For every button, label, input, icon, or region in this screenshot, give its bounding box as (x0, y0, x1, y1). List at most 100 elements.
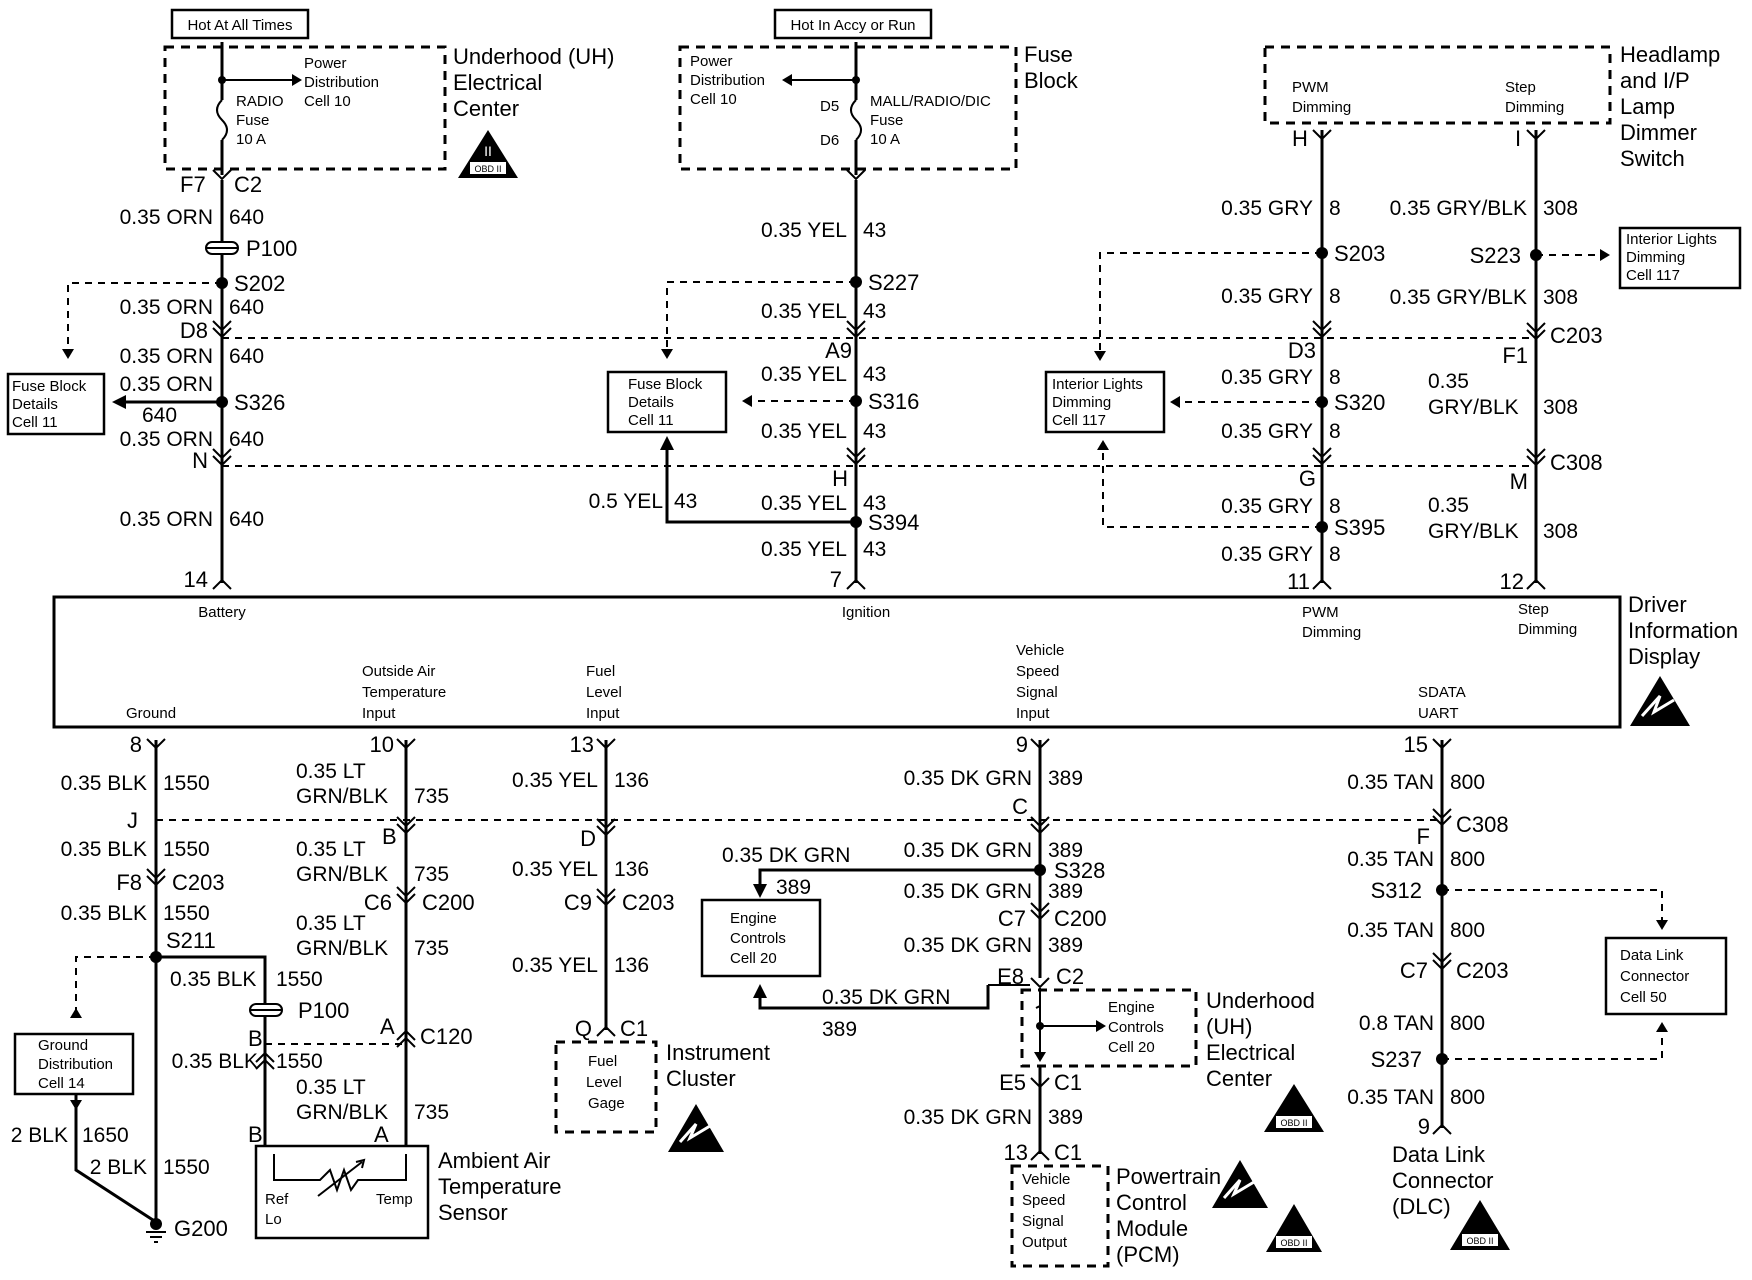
esd-symbol-ic (668, 1104, 724, 1152)
svg-text:0.35 BLK: 0.35 BLK (61, 902, 147, 925)
svg-text:0.35 YEL: 0.35 YEL (512, 954, 598, 977)
svg-text:Data Link: Data Link (1620, 947, 1684, 964)
svg-text:0.35 TAN: 0.35 TAN (1347, 919, 1434, 942)
svg-text:Engine: Engine (1108, 999, 1155, 1016)
conn-c7-vss: C7 (998, 906, 1026, 931)
svg-text:Power: Power (304, 55, 347, 72)
svg-text:43: 43 (863, 363, 886, 386)
svg-text:735: 735 (414, 937, 449, 960)
svg-text:GRN/BLK: GRN/BLK (296, 937, 388, 960)
svg-text:S395: S395 (1334, 515, 1385, 540)
svg-text:D5: D5 (820, 98, 839, 115)
ground-symbol-g200: G200 (146, 1216, 228, 1243)
svg-text:G200: G200 (174, 1216, 228, 1241)
svg-text:Dimming: Dimming (1052, 394, 1111, 411)
svg-text:640: 640 (229, 206, 264, 229)
conn-f7: F7 (180, 172, 206, 197)
ambient-air-sensor-title: Ambient Air Temperature Sensor (438, 1148, 562, 1225)
svg-text:OBD II: OBD II (474, 164, 501, 174)
svg-text:0.35 GRY: 0.35 GRY (1221, 495, 1313, 518)
svg-text:0.35 TAN: 0.35 TAN (1347, 1086, 1434, 1109)
fuel-level-gage-label: Fuel Level Gage (586, 1053, 625, 1112)
svg-text:640: 640 (229, 428, 264, 451)
pin-8: 8 (130, 732, 142, 757)
svg-text:0.35 YEL: 0.35 YEL (761, 300, 847, 323)
svg-text:Cell 10: Cell 10 (304, 93, 351, 110)
svg-text:800: 800 (1450, 1012, 1485, 1035)
conn-h-ign: H (832, 466, 848, 491)
svg-text:308: 308 (1543, 286, 1578, 309)
mall-radio-dic-fuse-label: MALL/RADIO/DIC Fuse 10 A (870, 93, 991, 148)
svg-text:800: 800 (1450, 771, 1485, 794)
svg-text:Block: Block (1024, 68, 1079, 93)
svg-text:0.35 ORN: 0.35 ORN (120, 428, 213, 451)
svg-text:0.35 TAN: 0.35 TAN (1347, 848, 1434, 871)
svg-text:Engine: Engine (730, 910, 777, 927)
svg-text:735: 735 (414, 785, 449, 808)
svg-text:735: 735 (414, 1101, 449, 1124)
svg-text:S326: S326 (234, 390, 285, 415)
conn-s211: S211 (166, 928, 216, 953)
conn-a9: A9 (825, 338, 852, 363)
svg-text:PWM: PWM (1302, 604, 1339, 621)
data-link-connector-ref: Data Link Connector Cell 50 (1604, 936, 1728, 1016)
svg-text:Module: Module (1116, 1216, 1188, 1241)
svg-text:0.35 BLK: 0.35 BLK (61, 772, 147, 795)
dic-vss-label: Vehicle Speed Signal Input (1016, 642, 1064, 722)
svg-text:OBD II: OBD II (1280, 1118, 1307, 1128)
svg-text:Control: Control (1116, 1190, 1187, 1215)
svg-text:Cell 14: Cell 14 (38, 1075, 85, 1092)
svg-text:0.35 GRY: 0.35 GRY (1221, 543, 1313, 566)
conn-f-sdata: F (1417, 824, 1430, 849)
svg-text:0.35 DK GRN: 0.35 DK GRN (904, 934, 1032, 957)
svg-text:Dimming: Dimming (1302, 624, 1361, 641)
svg-text:2 BLK: 2 BLK (90, 1156, 147, 1179)
svg-text:0.35 ORN: 0.35 ORN (120, 206, 213, 229)
fuse-block-box (678, 45, 1018, 171)
svg-text:0.35 GRY/BLK: 0.35 GRY/BLK (1390, 286, 1527, 309)
svg-text:(PCM): (PCM) (1116, 1242, 1180, 1267)
svg-text:Speed: Speed (1016, 663, 1059, 680)
svg-text:S320: S320 (1334, 390, 1385, 415)
svg-text:800: 800 (1450, 848, 1485, 871)
svg-text:Fuse: Fuse (1024, 42, 1073, 67)
svg-text:640: 640 (142, 404, 177, 427)
conn-q: Q (575, 1016, 592, 1041)
svg-text:Driver: Driver (1628, 592, 1687, 617)
svg-text:Fuse: Fuse (236, 112, 269, 129)
svg-text:GRY/BLK: GRY/BLK (1428, 520, 1519, 543)
svg-text:GRY/BLK: GRY/BLK (1428, 396, 1519, 419)
svg-text:0.35 GRY: 0.35 GRY (1221, 197, 1313, 220)
svg-text:Interior Lights: Interior Lights (1052, 376, 1143, 393)
obd-badge: OBD II II (458, 130, 518, 178)
conn-d3: D3 (1288, 338, 1316, 363)
svg-text:Speed: Speed (1022, 1192, 1065, 1209)
svg-text:1550: 1550 (163, 1156, 210, 1179)
svg-text:Data Link: Data Link (1392, 1142, 1486, 1167)
svg-text:S237: S237 (1371, 1047, 1422, 1072)
svg-text:0.35 LT: 0.35 LT (296, 760, 366, 783)
svg-text:2 BLK: 2 BLK (11, 1124, 68, 1147)
dic-step-label: Step Dimming (1518, 601, 1577, 638)
pin-14: 14 (184, 567, 208, 592)
svg-text:Center: Center (1206, 1066, 1272, 1091)
svg-text:8: 8 (1329, 285, 1341, 308)
svg-text:D6: D6 (820, 132, 839, 149)
svg-text:Cell 20: Cell 20 (1108, 1039, 1155, 1056)
svg-text:0.35 LT: 0.35 LT (296, 912, 366, 935)
svg-text:Details: Details (12, 396, 58, 413)
svg-text:0.8 TAN: 0.8 TAN (1359, 1012, 1434, 1035)
vss-output-label: Vehicle Speed Signal Output (1022, 1171, 1070, 1251)
svg-text:Hot At All Times: Hot At All Times (187, 17, 292, 34)
conn-c308-bottom: C308 (1456, 812, 1509, 837)
radio-fuse-symbol (216, 99, 228, 141)
svg-text:0.35 YEL: 0.35 YEL (761, 538, 847, 561)
dic-ground-label: Ground (126, 705, 176, 722)
svg-text:0.35 DK GRN: 0.35 DK GRN (904, 767, 1032, 790)
svg-text:Switch: Switch (1620, 146, 1685, 171)
svg-text:136: 136 (614, 858, 649, 881)
svg-text:Interior Lights: Interior Lights (1626, 231, 1717, 248)
conn-c9: C9 (564, 890, 592, 915)
svg-text:8: 8 (1329, 495, 1341, 518)
svg-text:8: 8 (1329, 420, 1341, 443)
